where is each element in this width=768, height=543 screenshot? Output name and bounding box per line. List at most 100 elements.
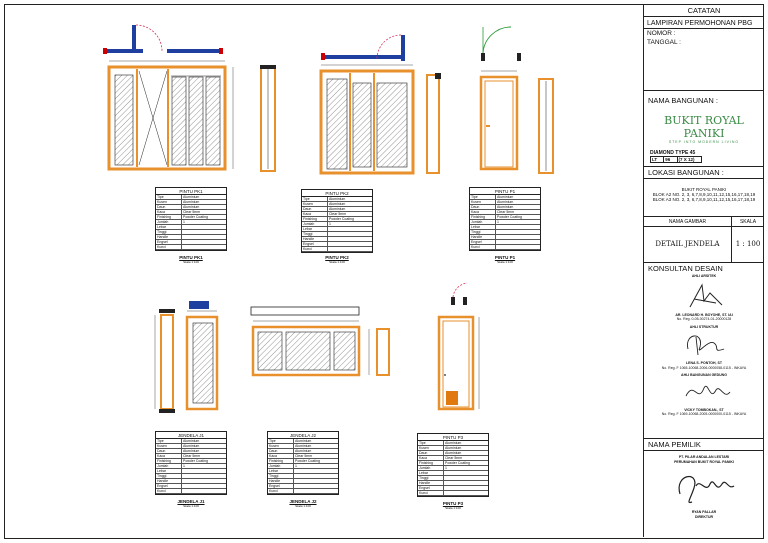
spec-table-value: 1 (497, 220, 499, 224)
spec-table-row: Engsel (156, 484, 226, 489)
spec-table-row: Handle (156, 235, 226, 240)
skala-label: SKALA (739, 219, 757, 225)
spec-cells: LT 96 (7 X 12) (650, 156, 702, 163)
bangunan-reg: No. Reg. F 1069-10068-2005-0000000-0115 … (661, 412, 747, 416)
spec-table-key: Handle (268, 479, 294, 483)
spec-table-value (182, 469, 226, 473)
nama-gambar-label: NAMA GAMBAR (644, 217, 732, 226)
spec-table-key: Kaca (156, 454, 182, 458)
spec-table-value: Powder Coating (295, 459, 320, 463)
drawing-label-name: PINTU P3 (442, 501, 464, 506)
pk1-plan-view (103, 24, 223, 54)
spec-table-value: 1 (183, 464, 185, 468)
spec-table-value: Aluminium (445, 446, 462, 450)
spec-table-row: Tinggi (418, 476, 488, 481)
spec-table-key: Finishing (418, 461, 444, 465)
spec-table-key: Kunci (418, 491, 444, 495)
drawing-label-name: JENDELA J1 (177, 499, 205, 504)
spec-table-value: Aluminium (329, 202, 346, 206)
spec-table-value: Clear 5mm (497, 210, 515, 214)
spec-table-key: Kusen (156, 200, 182, 204)
spec-table-row: Kunci (268, 489, 338, 494)
spec-table-value: Aluminium (497, 200, 514, 204)
spec-table-row: Handle (418, 481, 488, 486)
brand-tagline: STEP INTO MODERN LIVING (668, 140, 740, 144)
spec-table-key: Jumlah (418, 466, 444, 470)
spec-table-value (444, 481, 488, 485)
signature-pemilik-icon (678, 475, 735, 504)
spec-table-row: Lebar (268, 469, 338, 474)
j1-section (154, 309, 175, 413)
spec-table-row: Tinggi (268, 474, 338, 479)
spec-table-key: Tipe (470, 195, 496, 199)
drawing-label-p3: PINTU P3 Skala 1:100 (427, 501, 479, 510)
spec-table-row: Engsel (156, 240, 226, 245)
spec-table-value: Aluminium (497, 195, 514, 199)
spec-table-value (496, 230, 540, 234)
drawing-label-scale: Skala 1:100 (183, 260, 199, 264)
spec-table-row: Lebar (418, 471, 488, 476)
spec-table-value (444, 471, 488, 475)
spec-table-value (182, 484, 226, 488)
skala-value: 1 : 100 (735, 240, 761, 248)
spec-table-value: Powder Coating (497, 215, 522, 219)
spec-table-key: Handle (470, 235, 496, 239)
spec-table-row: Lebar (470, 225, 540, 230)
spec-table-key: Finishing (470, 215, 496, 219)
spec-table-key: Finishing (268, 459, 294, 463)
spec-table-value (328, 232, 372, 236)
lampiran-heading: LAMPIRAN PERMOHONAN PBG (644, 19, 764, 29)
spec-table-value (328, 242, 372, 246)
pemilik-name: RYAN PALLAR (691, 510, 717, 514)
spec-table-key: Tinggi (156, 474, 182, 478)
spec-table-title: PINTU P3 (418, 434, 488, 441)
spec-table-key: Tinggi (470, 230, 496, 234)
spec-table-row: Kunci (418, 491, 488, 496)
spec-table-value: Aluminium (183, 205, 200, 209)
spec-table-key: Daun (418, 451, 444, 455)
spec-table-row: Kunci (470, 245, 540, 250)
spec-table-title: PINTU P1 (470, 188, 540, 195)
arsitek-name: AR. LEONARD H. BOYOHE, ST. IAI (675, 312, 733, 317)
spec-table-value (294, 484, 338, 488)
signature-bangunan-icon (685, 385, 731, 396)
spec-table-key: Kusen (156, 444, 182, 448)
nama-gambar-body: DETAIL JENDELA 1 : 100 (644, 227, 764, 262)
nomor-field: NOMOR : (647, 30, 676, 37)
drawing-label-name: PINTU PK1 (179, 255, 203, 260)
drawing-label-name: JENDELA J2 (289, 499, 317, 504)
spec-table-value (328, 247, 372, 251)
drawing-label-name: PINTU P1 (494, 255, 516, 260)
detail-drawings-svg (103, 24, 554, 413)
drawing-label-scale: Skala 1:100 (445, 506, 461, 510)
spec-table-title: JENDELA J1 (156, 432, 226, 439)
spec-table-key: Kusen (268, 444, 294, 448)
spec-table-value: 1 (295, 464, 297, 468)
spec-table-row: Lebar (302, 227, 372, 232)
spec-table-value (294, 469, 338, 473)
spec-table-key: Engsel (268, 484, 294, 488)
pk2-section (426, 73, 441, 174)
spec-table-row: Tinggi (470, 230, 540, 235)
spec-table-key: Kunci (470, 245, 496, 249)
spec-table-value (328, 227, 372, 231)
spec-table-value: Powder Coating (445, 461, 470, 465)
spec-table-key: Tipe (268, 439, 294, 443)
spec-table-key: Handle (418, 481, 444, 485)
